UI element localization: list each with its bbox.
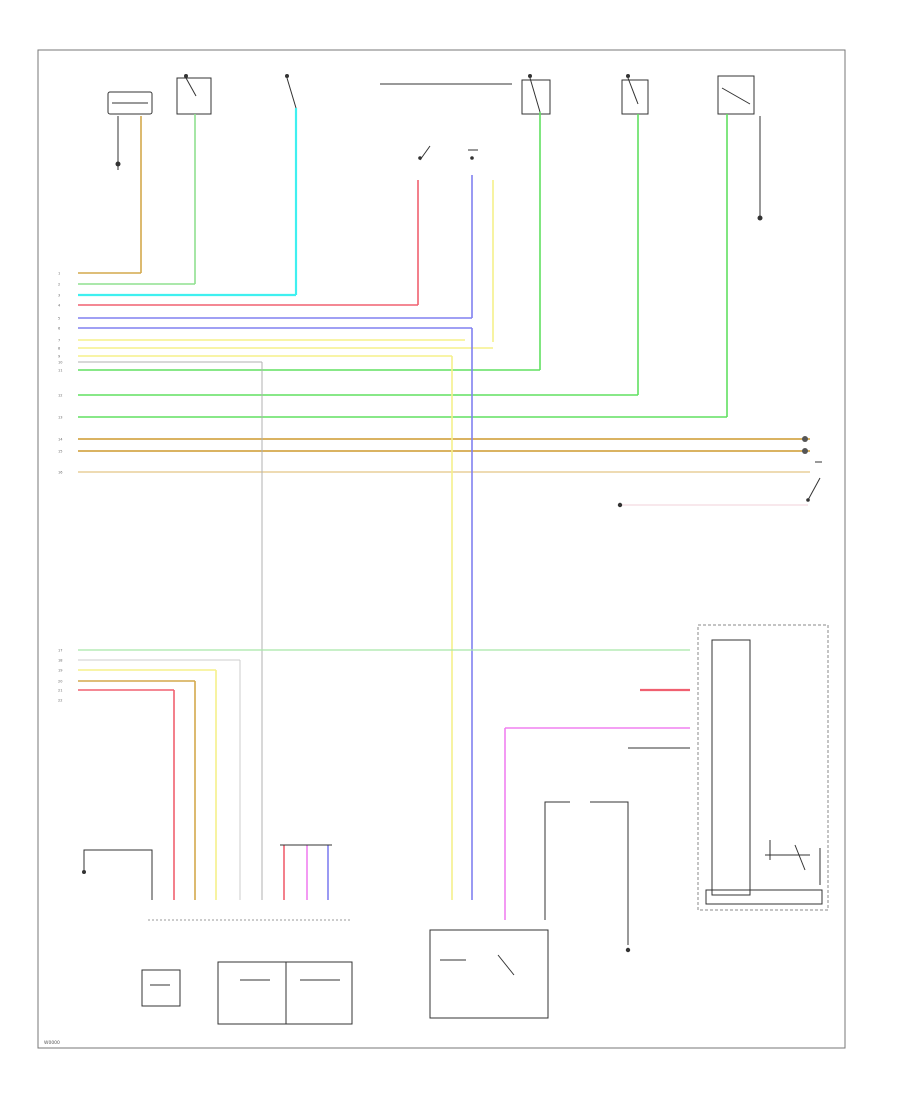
lower-center-dark-wire [544,747,690,945]
right-end-connector [802,436,822,502]
lower-center-module [429,929,549,1019]
pin-number: 13 [58,416,62,420]
top-switch-4 [621,74,649,115]
ground-icon-top-right [757,178,763,221]
lower-left-switch [141,969,181,1007]
diagram-frame [37,49,846,1049]
pin-number: 6 [58,327,60,331]
pin-number: 1 [58,272,60,276]
lower-left-dark-wire [82,849,153,900]
pin-number: 14 [58,438,63,442]
pin-number: 9 [58,355,60,359]
footer-code: W0000 [44,1040,60,1046]
pin-number: 10 [58,361,62,365]
pin-number: 22 [58,699,62,703]
top-left-module [107,91,153,115]
pin-number: 17 [58,649,62,653]
ground-icon-top-left [115,150,121,170]
top-switch-1 [176,74,212,115]
pin-number: 20 [58,680,62,684]
pin-number: 12 [58,394,62,398]
ground-icon-mid-right [617,502,623,508]
pin-number: 21 [58,689,62,693]
mid-switch-a [418,145,431,161]
top-switch-2 [285,74,297,109]
lower-right-module [697,624,829,911]
top-right-sensor [717,75,755,115]
mid-switch-b [468,149,478,160]
pin-number: 19 [58,669,62,673]
pin-number: 16 [58,471,62,475]
pin-number: 7 [58,339,60,343]
lower-left-module [217,961,353,1025]
pin-number: 11 [58,369,62,373]
top-switch-3 [521,74,551,115]
pin-number: 18 [58,659,62,663]
pin-number: 4 [58,304,61,308]
pin-number: 15 [58,450,62,454]
pin-number: 3 [58,294,60,298]
pin-number: 2 [58,283,60,287]
pin-number: 8 [58,347,60,351]
ground-icon-lower-center [625,947,631,953]
pin-number: 5 [58,317,60,321]
